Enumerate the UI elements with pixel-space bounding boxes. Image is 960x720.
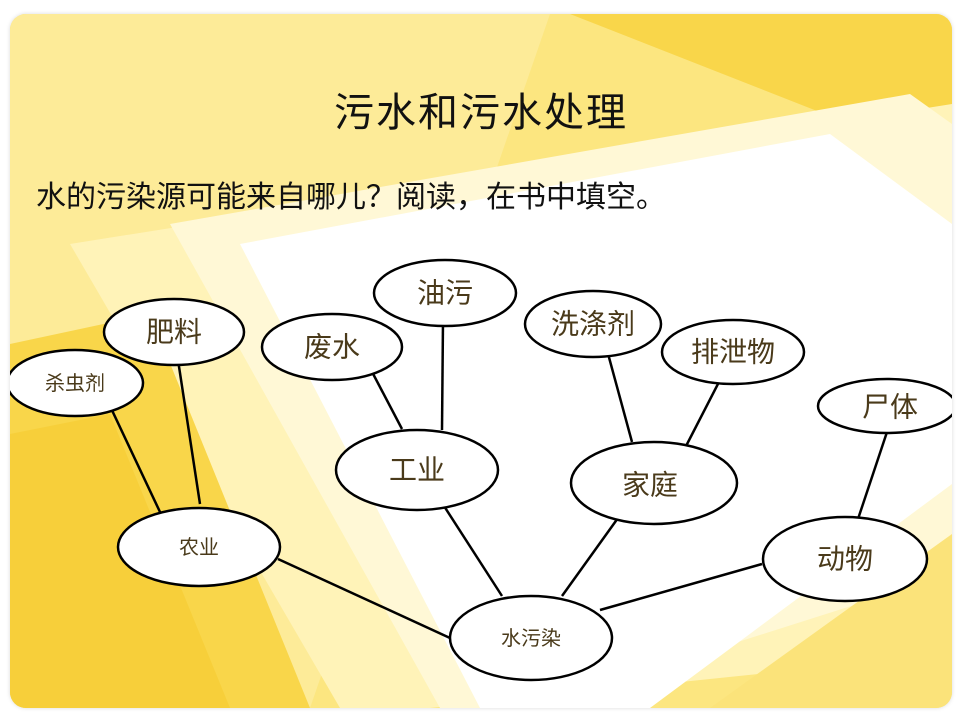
node-corpse: 尸体 xyxy=(816,377,952,435)
node-fertilizer-label: 肥料 xyxy=(146,316,202,349)
node-pesticide: 杀虫剂 xyxy=(10,348,145,418)
node-agriculture: 农业 xyxy=(116,506,282,588)
node-oil-stain-label: 油污 xyxy=(417,277,473,310)
node-detergent: 洗涤剂 xyxy=(523,289,663,359)
edge-detergent-household xyxy=(605,349,634,443)
node-fertilizer: 肥料 xyxy=(102,297,246,367)
edge-wastewater-industry xyxy=(368,367,404,430)
node-waste-water-label: 废水 xyxy=(304,331,360,364)
node-animals: 动物 xyxy=(761,515,929,603)
node-industry-label: 工业 xyxy=(389,454,445,487)
edge-household-water xyxy=(560,517,620,597)
node-waste-water: 废水 xyxy=(260,312,404,382)
node-corpse-label: 尸体 xyxy=(862,391,918,424)
edge-industry-water xyxy=(442,505,504,597)
node-household: 家庭 xyxy=(569,440,739,526)
node-excrement-label: 排泄物 xyxy=(691,336,775,369)
edge-animals-water xyxy=(599,562,763,612)
node-oil-stain: 油污 xyxy=(372,258,518,328)
slide: 污水和污水处理 水的污染源可能来自哪儿？阅读，在书中填空。 水污染 农业 工业 xyxy=(10,14,952,708)
node-animals-label: 动物 xyxy=(817,543,873,576)
diagram-edges xyxy=(108,319,889,640)
edge-corpse-animals xyxy=(855,431,889,523)
slide-title: 污水和污水处理 xyxy=(334,90,628,136)
node-water-pollution-label: 水污染 xyxy=(501,626,561,650)
node-detergent-label: 洗涤剂 xyxy=(551,308,635,341)
edge-pesticide-agriculture xyxy=(108,405,162,513)
edge-fertilizer-agriculture xyxy=(176,359,202,505)
node-pesticide-label: 杀虫剂 xyxy=(45,371,105,395)
edge-oilstain-industry xyxy=(440,319,445,431)
node-water-pollution: 水污染 xyxy=(448,594,614,682)
slide-subtitle: 水的污染源可能来自哪儿？阅读，在书中填空。 xyxy=(36,180,666,215)
node-agriculture-label: 农业 xyxy=(179,535,219,559)
node-household-label: 家庭 xyxy=(622,469,678,502)
edge-agriculture-water xyxy=(277,557,451,640)
edge-excrement-household xyxy=(682,379,722,451)
node-industry: 工业 xyxy=(334,428,500,512)
pollution-source-diagram: 水污染 农业 工业 家庭 动物 杀虫剂 肥料 废水 xyxy=(10,258,952,682)
node-excrement: 排泄物 xyxy=(660,318,806,386)
